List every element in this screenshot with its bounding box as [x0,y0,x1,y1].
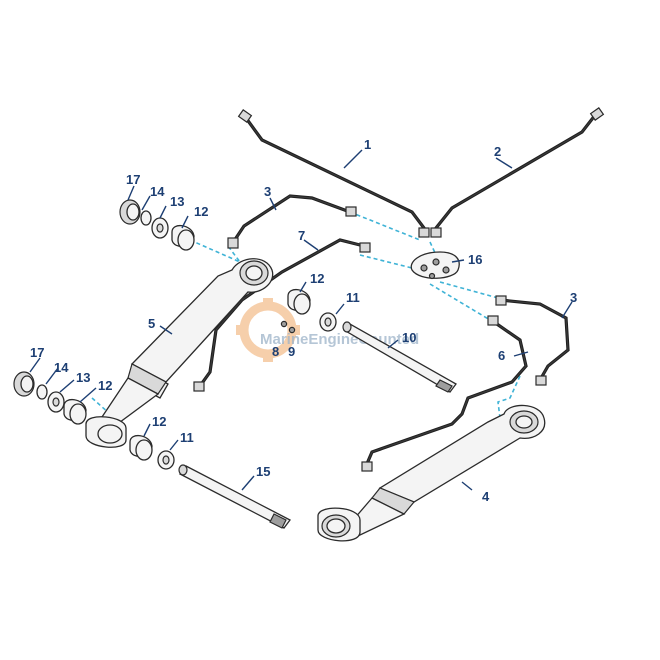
hardware-stack-lower [13,371,87,425]
callouts: 1 2 3 7 16 3 6 12 11 10 8 9 5 4 17 14 13… [30,137,577,504]
callout-16: 16 [468,252,482,267]
cylinder-5 [85,258,274,448]
callout-3-lower: 3 [570,290,577,305]
callout-10: 10 [402,330,416,345]
watermark-text: MarineEngineCounted [260,331,419,348]
hose-7 [193,238,371,392]
callout-9: 9 [288,344,295,359]
manifold-block [410,251,460,280]
hardware-stack-upper [119,199,195,251]
callout-14-lower: 14 [54,360,69,375]
hose-1 [237,109,430,238]
callout-12-lower-a: 12 [98,378,112,393]
hose-6 [361,315,528,472]
hose-2 [430,107,605,238]
callout-12-upper: 12 [194,204,208,219]
callout-14-upper: 14 [150,184,165,199]
callout-13-upper: 13 [170,194,184,209]
callout-11-lower: 11 [180,430,194,445]
callout-5: 5 [148,316,155,331]
callout-6: 6 [498,348,505,363]
pin-10 [342,321,457,393]
callout-13-lower: 13 [76,370,90,385]
callout-11-middle: 11 [346,290,360,305]
callout-4: 4 [482,489,490,504]
hose-3-lower [495,295,570,386]
callout-1: 1 [364,137,371,152]
callout-17-upper: 17 [126,172,140,187]
leader-lines [29,149,573,491]
callout-7: 7 [298,228,305,243]
pin-15 [178,464,291,529]
callout-15: 15 [256,464,270,479]
callout-3-upper: 3 [264,184,271,199]
callout-2: 2 [494,144,501,159]
callout-12-middle: 12 [310,271,324,286]
callout-8: 8 [272,344,279,359]
callout-17-lower: 17 [30,345,44,360]
cylinder-4 [317,404,546,542]
bushing-washer-lower [129,435,175,470]
hose-3-upper [227,194,357,249]
callout-12-lower-b: 12 [152,414,166,429]
bushing-washer-middle [280,289,337,334]
